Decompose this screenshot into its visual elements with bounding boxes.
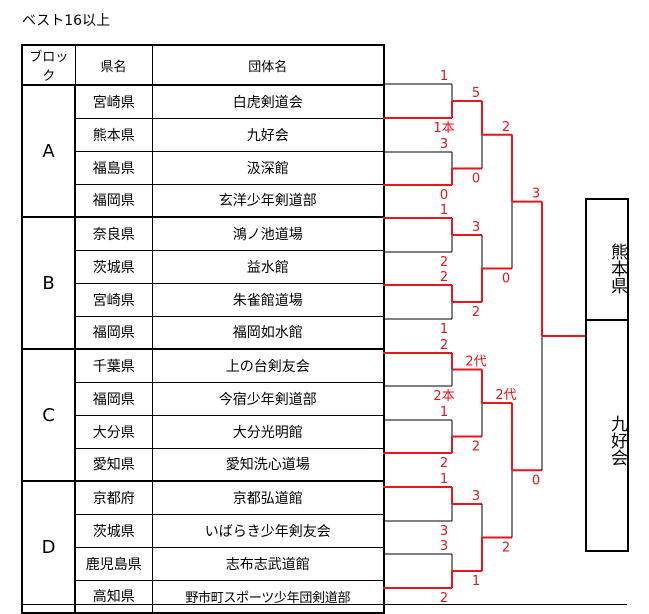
team-cell: 福岡如水館 bbox=[151, 315, 385, 350]
score-label: 3 bbox=[440, 137, 448, 152]
bottom-rule bbox=[22, 604, 627, 605]
pref-cell: 福岡県 bbox=[74, 381, 153, 416]
score-label: 1 bbox=[440, 405, 448, 420]
block-label: A bbox=[21, 84, 76, 218]
block-label: B bbox=[21, 216, 76, 350]
score-label: 0 bbox=[472, 172, 480, 187]
page-title: ベスト16以上 bbox=[22, 13, 111, 29]
score-label: 2代 bbox=[495, 388, 516, 403]
score-label: 1本 bbox=[433, 121, 454, 136]
block-label: C bbox=[21, 348, 76, 482]
pref-cell: 宮崎県 bbox=[74, 282, 153, 317]
score-label: 2 bbox=[502, 120, 510, 135]
table-row: A 宮崎県 白虎剣道会 bbox=[21, 84, 385, 218]
score-label: 1 bbox=[440, 322, 448, 337]
score-label: 2 bbox=[472, 305, 480, 320]
champion-team: 九好会 bbox=[607, 414, 627, 466]
table-row: 宮崎県 朱雀館道場 bbox=[22, 282, 385, 317]
score-label: 3 bbox=[532, 187, 540, 202]
table-row: 高知県 野市町スポーツ少年団剣道部 bbox=[22, 579, 385, 614]
score-label: 0 bbox=[502, 272, 510, 287]
score-label: 2 bbox=[440, 255, 448, 270]
score-label: 2本 bbox=[433, 389, 454, 404]
score-label: 3 bbox=[472, 220, 480, 235]
team-cell: 玄洋少年剣道部 bbox=[151, 183, 385, 218]
table-row: 茨城県 益水館 bbox=[22, 249, 385, 284]
pref-cell: 福島県 bbox=[74, 150, 153, 185]
table-row: 福岡県 今宿少年剣道部 bbox=[22, 381, 385, 416]
score-label: 2代 bbox=[465, 355, 486, 370]
score-label: 0 bbox=[440, 188, 448, 203]
team-cell: 鴻ノ池道場 bbox=[151, 216, 385, 251]
score-label: 1 bbox=[440, 69, 448, 84]
team-cell: 白虎剣道会 bbox=[151, 84, 385, 119]
score-label: 1 bbox=[472, 574, 480, 589]
team-cell: 益水館 bbox=[151, 249, 385, 284]
score-label: 2 bbox=[472, 440, 480, 455]
score-label: 3 bbox=[472, 489, 480, 504]
pref-cell: 愛知県 bbox=[74, 447, 153, 482]
champion-divider bbox=[587, 319, 627, 321]
score-label: 0 bbox=[532, 473, 540, 488]
header-block: ブロック bbox=[21, 44, 76, 86]
score-label: 5 bbox=[472, 86, 480, 101]
champion-pref: 熊本県 bbox=[607, 242, 627, 294]
team-cell: 大分光明館 bbox=[151, 414, 385, 449]
pref-cell: 福岡県 bbox=[74, 183, 153, 218]
team-cell: 今宿少年剣道部 bbox=[151, 381, 385, 416]
table-row: 鹿児島県 志布志武道館 bbox=[22, 546, 385, 581]
pref-cell: 熊本県 bbox=[74, 117, 153, 152]
team-cell: いばらき少年剣友会 bbox=[151, 513, 385, 548]
score-label: 1 bbox=[440, 203, 448, 218]
table-row: 愛知県 愛知洗心道場 bbox=[22, 447, 385, 482]
score-label: 3 bbox=[440, 524, 448, 539]
champion-box: 熊本県 九好会 bbox=[585, 198, 629, 552]
pref-cell: 宮崎県 bbox=[74, 84, 153, 119]
table-row: 茨城県 いばらき少年剣友会 bbox=[22, 513, 385, 548]
table-row: 福岡県 玄洋少年剣道部 bbox=[22, 183, 385, 218]
pref-cell: 茨城県 bbox=[74, 513, 153, 548]
score-label: 2 bbox=[440, 456, 448, 471]
score-label: 3 bbox=[440, 539, 448, 554]
team-cell: 愛知洗心道場 bbox=[151, 447, 385, 482]
score-label: 2 bbox=[440, 591, 448, 606]
pref-cell: 千葉県 bbox=[74, 348, 153, 383]
score-label: 1 bbox=[440, 472, 448, 487]
team-table: ブロック 県名 団体名 A 宮崎県 白虎剣道会 熊本県 九好会 福島県 汲深館 … bbox=[21, 44, 385, 614]
score-label: 2 bbox=[502, 541, 510, 556]
score-label: 2 bbox=[440, 270, 448, 285]
team-cell: 野市町スポーツ少年団剣道部 bbox=[151, 579, 385, 614]
score-label: 2 bbox=[440, 338, 448, 353]
